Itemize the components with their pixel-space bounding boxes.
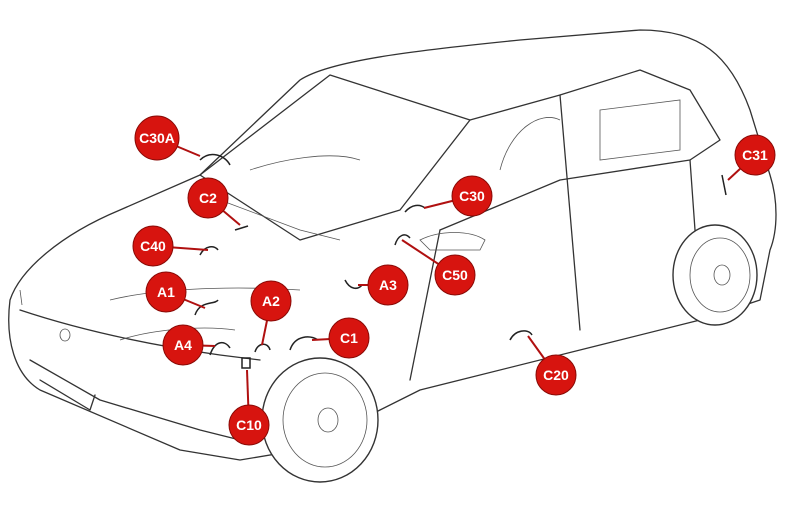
callout-c30: C30 <box>423 175 493 217</box>
callout-badge <box>250 280 292 322</box>
callout-badge <box>451 175 493 217</box>
callout-label: C30A <box>139 130 175 146</box>
callout-badge <box>228 404 270 446</box>
car-body <box>8 29 777 461</box>
callout-badge <box>328 317 370 359</box>
front-wheel <box>261 357 379 483</box>
callout-badge <box>162 324 204 366</box>
callout-badge <box>535 354 577 396</box>
callout-a4: A4 <box>162 324 216 366</box>
callout-c10: C10 <box>228 369 270 446</box>
callout-c50: C50 <box>401 239 476 296</box>
callout-c1: C1 <box>311 317 370 359</box>
callout-c31: C31 <box>727 134 776 181</box>
callout-label: A2 <box>262 293 280 309</box>
callout-c20: C20 <box>527 335 577 396</box>
callout-a3: A3 <box>358 264 409 306</box>
callout-c2: C2 <box>187 177 241 226</box>
callout-badge <box>367 264 409 306</box>
callout-label: C2 <box>199 190 217 206</box>
callout-badge <box>187 177 229 219</box>
callout-label: A4 <box>174 337 192 353</box>
callout-badge <box>132 225 174 267</box>
callout-c40: C40 <box>132 225 209 267</box>
callout-badge <box>145 271 187 313</box>
callout-label: C10 <box>236 417 262 433</box>
callout-label: A3 <box>379 277 397 293</box>
rear-wheel <box>672 224 758 326</box>
callout-badge <box>134 115 180 161</box>
callout-c30a: C30A <box>134 115 201 161</box>
callout-a2: A2 <box>250 280 292 346</box>
callout-label: C30 <box>459 188 485 204</box>
callout-label: C1 <box>340 330 358 346</box>
callout-label: C31 <box>742 147 768 163</box>
callout-label: C40 <box>140 238 166 254</box>
callout-badge <box>734 134 776 176</box>
callout-label: A1 <box>157 284 175 300</box>
callout-label: C20 <box>543 367 569 383</box>
callout-label: C50 <box>442 267 468 283</box>
callout-a1: A1 <box>145 271 206 313</box>
callout-badge <box>434 254 476 296</box>
